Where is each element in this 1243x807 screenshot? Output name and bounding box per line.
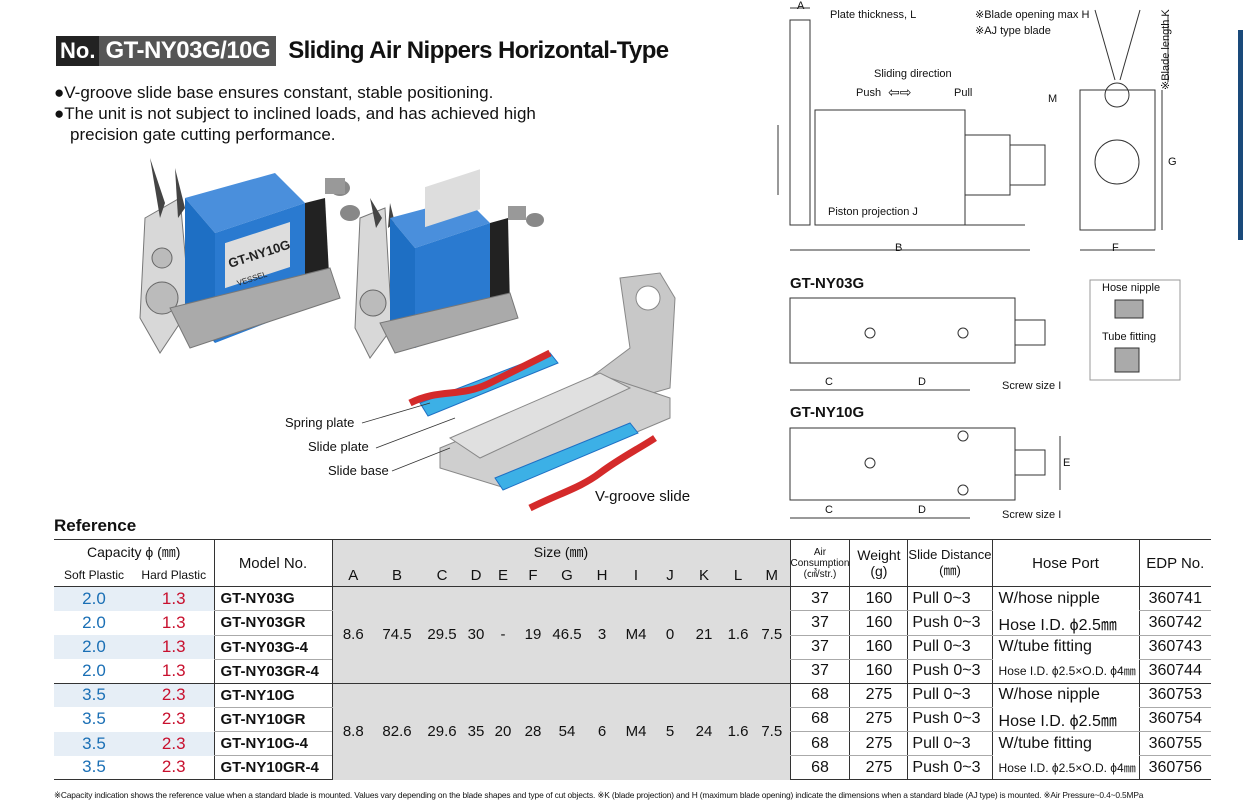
slide-base-label: Slide base: [328, 463, 389, 478]
table-row: 2.0 1.3 GT-NY03G 8.6 74.5 29.5 30 - 19 4…: [54, 586, 1212, 683]
size-col-header: F: [518, 564, 548, 587]
feature-list: ●V-groove slide base ensures constant, s…: [54, 82, 614, 145]
large-nipper-illustration: GT-NY10G VESSEL: [139, 158, 360, 354]
product-illustration-svg: GT-NY10G VESSEL: [139, 158, 676, 512]
dim-g-label: G: [1168, 156, 1177, 168]
size-col-header: L: [722, 564, 754, 587]
small-nipper-illustration: [354, 169, 544, 359]
table-row: 3.5 2.3 GT-NY10GR-4 68 275 Push 0~3 Hose…: [54, 755, 1212, 780]
feature-item: precision gate cutting performance.: [70, 125, 336, 144]
tube-fitting-label: Tube fitting: [1102, 331, 1157, 343]
dim-f-label: F: [1112, 242, 1119, 254]
vgroove-label: V-groove slide: [595, 488, 691, 505]
hard-plastic-header: Hard Plastic: [134, 564, 214, 587]
model-badge: GT-NY03G/10G: [99, 36, 277, 66]
ny10g-drawing-title: GT-NY10G: [790, 404, 865, 421]
dim-c-label: C: [825, 376, 833, 388]
footnote: ※Capacity indication shows the reference…: [54, 790, 1144, 800]
size-col-header: G: [548, 564, 586, 587]
table-row: 2.0 1.3 GT-NY03G-4 37 160 Pull 0~3 W/tub…: [54, 635, 1212, 660]
dim-d-label-2: D: [918, 504, 926, 516]
feature-item: ●V-groove slide base ensures constant, s…: [54, 83, 494, 102]
slide-plate-label: Slide plate: [308, 439, 369, 454]
plate-thickness-label: Plate thickness, L: [830, 9, 917, 21]
size-col-header: H: [586, 564, 618, 587]
table-row: 2.0 1.3 GT-NY03GR 37 160 Push 0~3 Hose I…: [54, 610, 1212, 636]
piston-projection-label: Piston projection J: [828, 206, 918, 218]
model-no-header: Model No.: [213, 539, 332, 587]
subheader-row: Soft Plastic Hard Plastic A B C D E F G …: [54, 564, 1212, 587]
blade-open-label: ※Blade opening max H: [975, 9, 1090, 21]
spring-plate-label: Spring plate: [285, 415, 355, 430]
table-row: 3.5 2.3 GT-NY10GR 68 275 Push 0~3 Hose I…: [54, 707, 1212, 732]
aj-blade-label: ※AJ type blade: [975, 25, 1051, 37]
pull-label: Pull: [954, 87, 973, 99]
push-arrow-icon: ⇦⇨: [888, 84, 912, 100]
size-header: Size (㎜): [331, 539, 790, 565]
table-row: 3.5 2.3 GT-NY10G 8.8 82.6 29.6 35 20 28 …: [54, 683, 1212, 780]
dim-b-label: B: [895, 242, 903, 254]
size-col-header: K: [686, 564, 722, 587]
drawings-svg: [777, 7, 1181, 519]
feature-item: ●The unit is not subject to inclined loa…: [54, 104, 536, 123]
product-illustration: GT-NY10G VESSEL: [130, 158, 710, 518]
dim-a-label: A: [797, 0, 805, 12]
weight-header: Weight(g): [849, 539, 908, 587]
slide-distance-header: Slide Distance(㎜): [907, 539, 993, 587]
hose-nipple-label: Hose nipple: [1102, 282, 1161, 294]
size-col-header: B: [374, 564, 420, 587]
ny03g-drawing-title: GT-NY03G: [790, 275, 865, 292]
size-col-header: D: [464, 564, 488, 587]
table-row: 2.0 1.3 GT-NY03GR-4 37 160 Push 0~3 Hose…: [54, 659, 1212, 684]
side-tab-marker: [1238, 30, 1243, 240]
dim-c-label-2: C: [825, 504, 833, 516]
page-title: No. GT-NY03G/10G Sliding Air Nippers Hor…: [56, 36, 669, 66]
sliding-direction-label: Sliding direction: [874, 68, 952, 80]
size-col-header: A: [331, 564, 374, 587]
table-row: 3.5 2.3 GT-NY10G-4 68 275 Pull 0~3 W/tub…: [54, 731, 1212, 756]
soft-plastic-header: Soft Plastic: [54, 564, 134, 587]
push-label: Push: [856, 87, 882, 99]
screw-size-label: Screw size I: [1002, 380, 1062, 392]
blade-length-label: ※Blade length K: [1160, 9, 1172, 90]
reference-heading: Reference: [54, 516, 137, 535]
product-name: Sliding Air Nippers Horizontal-Type: [288, 37, 669, 64]
dim-e-label: E: [1063, 457, 1071, 469]
size-col-header: J: [654, 564, 686, 587]
hose-port-header: Hose Port: [991, 539, 1140, 587]
edp-header: EDP No.: [1138, 539, 1212, 587]
size-col-header: I: [618, 564, 654, 587]
size-col-header: E: [488, 564, 518, 587]
dim-d-label: D: [918, 376, 926, 388]
no-badge: No.: [56, 36, 100, 66]
dim-m-label: M: [1048, 93, 1058, 105]
capacity-header: Capacity ϕ (㎜): [54, 539, 214, 565]
screw-size-label-2: Screw size I: [1002, 509, 1062, 521]
size-col-header: C: [420, 564, 464, 587]
size-col-header: M: [754, 564, 790, 587]
technical-drawings: A Plate thickness, L ※Blade opening max …: [770, 0, 1240, 530]
